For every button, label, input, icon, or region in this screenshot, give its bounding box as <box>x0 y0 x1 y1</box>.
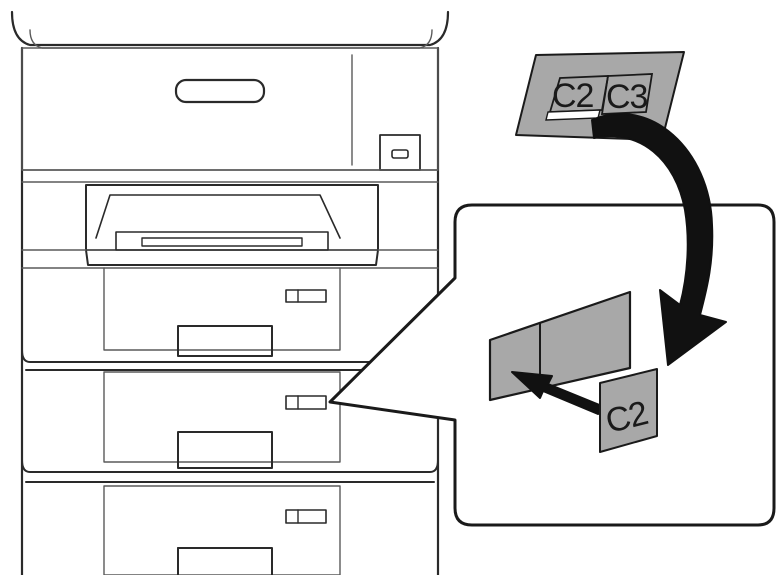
sheet-c3-box <box>600 73 654 115</box>
output-tray-slot-inner <box>141 237 303 247</box>
cassette-3-handle[interactable] <box>177 547 273 575</box>
callout-bubble: C2 <box>328 203 776 527</box>
output-tray-inner <box>95 194 341 239</box>
output-tray-slot-outer <box>115 231 329 251</box>
printer <box>10 10 450 575</box>
printer-output-band <box>21 169 439 183</box>
arrow-right-icon <box>511 371 603 415</box>
printer-side-latch[interactable] <box>379 134 421 171</box>
printer-body <box>20 46 440 575</box>
cassette-1[interactable] <box>103 267 341 351</box>
curved-arrow-body <box>591 113 727 366</box>
single-label-card <box>599 368 658 453</box>
cassette-separator-2 <box>21 459 439 483</box>
cassette-1-handle[interactable] <box>177 325 273 357</box>
cassette-1-label-slot <box>285 289 327 303</box>
cassette-2-handle[interactable] <box>177 431 273 469</box>
printer-handle-top[interactable] <box>174 78 266 104</box>
cassette-3-label-slot <box>285 509 327 524</box>
sheet-c2-text: C2 <box>552 77 594 115</box>
cassette-2[interactable] <box>103 371 341 463</box>
printer-latch-slot <box>391 149 409 159</box>
printer-front-panel <box>21 47 439 171</box>
curved-arrow-icon <box>591 113 727 366</box>
cassette-3[interactable] <box>103 485 341 575</box>
sheet-c3-text: C3 <box>606 78 648 116</box>
cassette-2-label-slot <box>285 395 327 410</box>
printer-top-cover <box>10 10 450 47</box>
